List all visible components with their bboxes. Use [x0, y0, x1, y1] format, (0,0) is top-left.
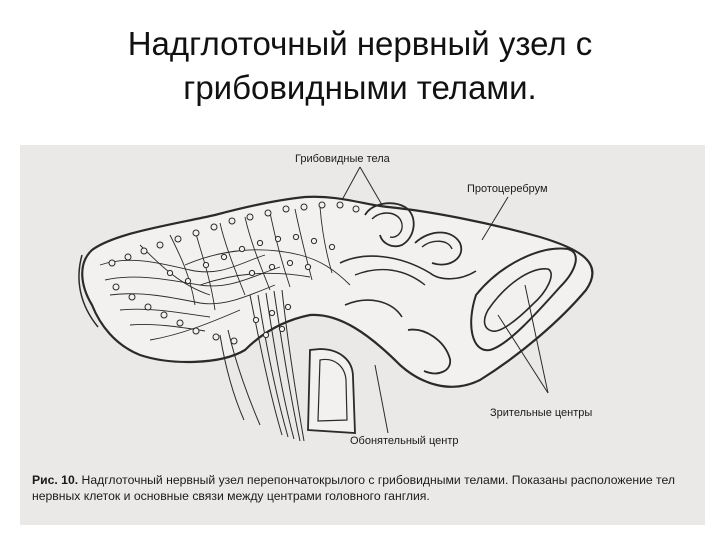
- caption-prefix: Рис. 10.: [32, 473, 78, 487]
- scanned-figure: Грибовидные тела Протоцеребрум Зрительны…: [20, 145, 705, 525]
- label-protocerebrum: Протоцеребрум: [467, 183, 548, 195]
- label-olfactory-center: Обонятельный центр: [350, 435, 459, 447]
- ganglion-diagram: [20, 145, 705, 525]
- slide-title-line-2: грибовидными телами.: [60, 66, 660, 110]
- slide-title-line-1: Надглоточный нервный узел с: [60, 22, 660, 66]
- slide-title: Надглоточный нервный узел с грибовидными…: [60, 22, 660, 110]
- caption-text: Надглоточный нервный узел перепончатокры…: [32, 473, 675, 503]
- label-mushroom-bodies: Грибовидные тела: [295, 153, 390, 165]
- label-optic-centers: Зрительные центры: [490, 407, 592, 419]
- figure-caption: Рис. 10. Надглоточный нервный узел переп…: [32, 472, 700, 504]
